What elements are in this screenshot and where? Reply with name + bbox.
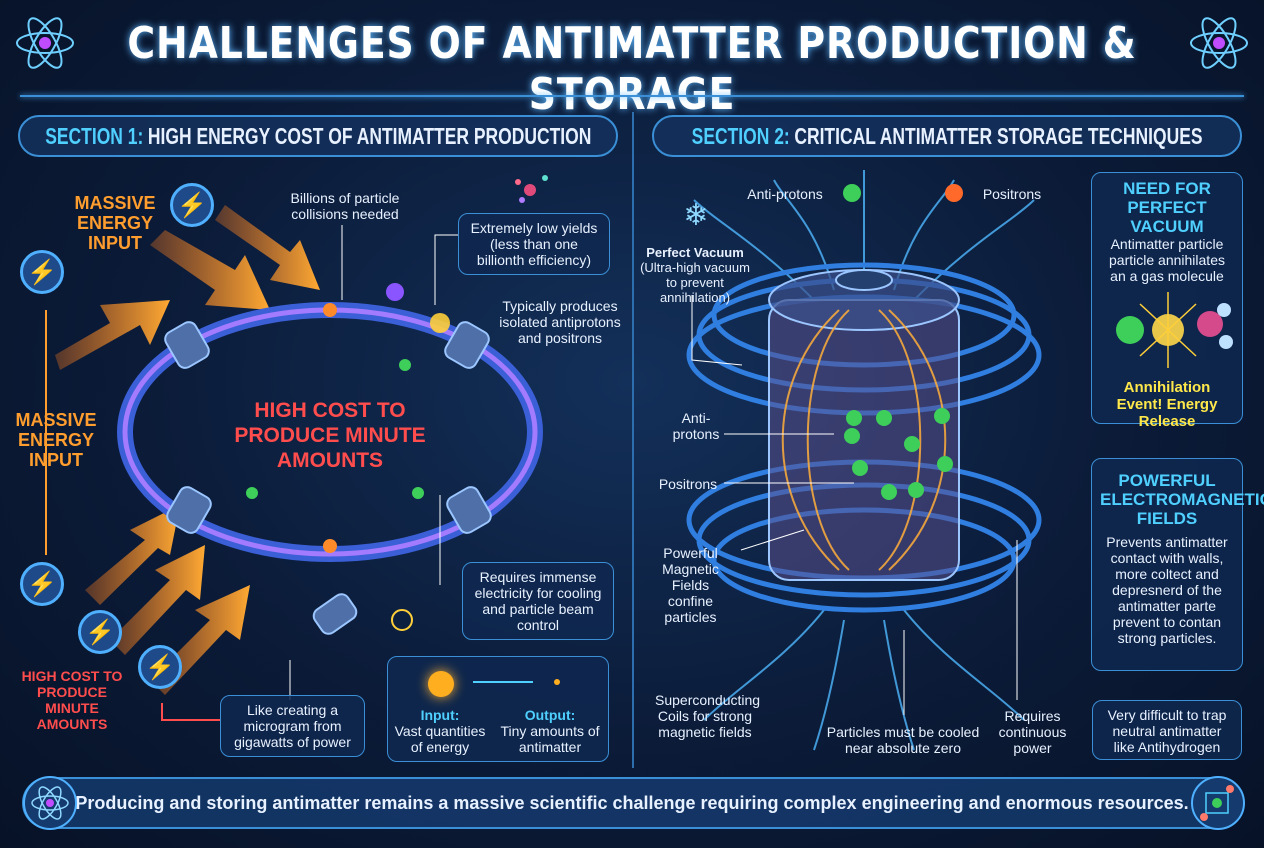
billions-collisions-label: Billions of particle collisions needed <box>290 190 400 222</box>
annihilation-icon <box>1116 292 1233 368</box>
header-divider <box>20 95 1244 97</box>
input-label: Input: <box>420 707 460 723</box>
particle-accelerator-illustration <box>45 175 548 721</box>
lightning-bolt-icon: ⚡ <box>78 610 122 654</box>
antihydrogen-card: Very difficult to trap neutral antimatte… <box>1092 700 1242 760</box>
continuous-power-label: Requires continuous power <box>998 708 1067 756</box>
lightning-bolt-icon: ⚡ <box>170 183 214 227</box>
electricity-callout: Requires immense electricity for cooling… <box>462 562 614 640</box>
vacuum-text: (Ultra-high vacuum to prevent annihilati… <box>640 260 750 305</box>
output-label: Output: <box>524 707 576 723</box>
circuit-icon <box>1191 776 1245 830</box>
lightning-bolt-icon: ⚡ <box>138 645 182 689</box>
typically-produces-label: Typically produces isolated antiprotons … <box>499 298 621 346</box>
atom-icon <box>16 17 74 69</box>
vacuum-title: Perfect Vacuum <box>646 245 744 260</box>
footer-text: Producing and storing antimatter remains… <box>75 792 1189 813</box>
section2-key: SECTION 2: <box>691 122 790 149</box>
section1-header: SECTION 1:HIGH ENERGY COST OF ANTIMATTER… <box>18 115 618 157</box>
vacuum-card: NEED FOR PERFECT VACUUM Antimatter parti… <box>1091 172 1243 430</box>
output-text: Tiny amounts of antimatter <box>500 723 600 755</box>
coils-label: Superconducting Coils for strong magneti… <box>655 692 761 740</box>
massive-energy-label-left: MASSIVE ENERGY INPUT <box>15 410 97 470</box>
lightning-bolt-icon: ⚡ <box>20 250 64 294</box>
high-cost-center-label: HIGH COST TO PRODUCE MINUTE AMOUNTS <box>234 399 426 472</box>
lightning-bolt-icon: ⚡ <box>20 562 64 606</box>
positrons-label: Positrons <box>658 476 718 492</box>
page-title: CHALLENGES OF ANTIMATTER PRODUCTION & ST… <box>127 18 1137 120</box>
section2-heading-text: SECTION 2:CRITICAL ANTIMATTER STORAGE TE… <box>692 123 1203 150</box>
electromagnetic-card-title: POWERFUL ELECTROMAGNETIC FIELDS <box>1100 471 1264 528</box>
section2-title: CRITICAL ANTIMATTER STORAGE TECHNIQUES <box>794 122 1203 149</box>
electromagnetic-card: POWERFUL ELECTROMAGNETIC FIELDS Prevents… <box>1091 458 1264 671</box>
snowflake-icon: ❄ <box>683 199 708 232</box>
positrons-legend: Positrons <box>982 186 1042 202</box>
section-divider <box>632 112 634 768</box>
high-cost-small-label: HIGH COST TO PRODUCE MINUTE AMOUNTS <box>21 668 123 732</box>
trapped-particles <box>844 408 953 500</box>
section1-title: HIGH ENERGY COST OF ANTIMATTER PRODUCTIO… <box>147 122 592 149</box>
antiprotons-label: Anti- protons <box>672 410 720 442</box>
arrow-right-icon <box>473 681 533 683</box>
tiny-particle-icon <box>554 679 560 685</box>
microgram-callout: Like creating a microgram from gigawatts… <box>220 695 365 757</box>
orange-field-lines <box>781 309 947 571</box>
footer-banner: Producing and storing antimatter remains… <box>22 777 1242 829</box>
electromagnetic-card-text: Prevents antimatter contact with walls, … <box>1106 534 1228 646</box>
massive-energy-label-top: MASSIVE ENERGY INPUT <box>74 193 156 253</box>
magnetic-trap-illustration: ❄ <box>683 170 1042 751</box>
section2-header: SECTION 2:CRITICAL ANTIMATTER STORAGE TE… <box>652 115 1242 157</box>
atom-icon <box>23 776 77 830</box>
vacuum-card-text: Antimatter particle particle annihilates… <box>1109 236 1225 284</box>
section1-key: SECTION 1: <box>44 122 144 149</box>
magnet-segments <box>164 321 492 635</box>
input-output-box: Input:Vast quantities of energy Output:T… <box>387 656 609 762</box>
energy-arrows <box>55 205 320 695</box>
antiprotons-legend: Anti-protons <box>747 186 823 202</box>
annihilation-event-label: Annihilation Event! Energy Release <box>1116 379 1218 430</box>
magnetic-fields-label: Powerful Magnetic Fields confine particl… <box>662 545 719 625</box>
cooled-label: Particles must be cooled near absolute z… <box>826 724 980 756</box>
vacuum-card-title: NEED FOR PERFECT VACUUM <box>1123 179 1211 236</box>
input-text: Vast quantities of energy <box>394 723 486 755</box>
low-yields-callout: Extremely low yields (less than one bill… <box>458 213 610 275</box>
section1-heading-text: SECTION 1:HIGH ENERGY COST OF ANTIMATTER… <box>45 123 591 150</box>
sun-icon <box>428 671 454 697</box>
atom-icon <box>1190 17 1248 69</box>
